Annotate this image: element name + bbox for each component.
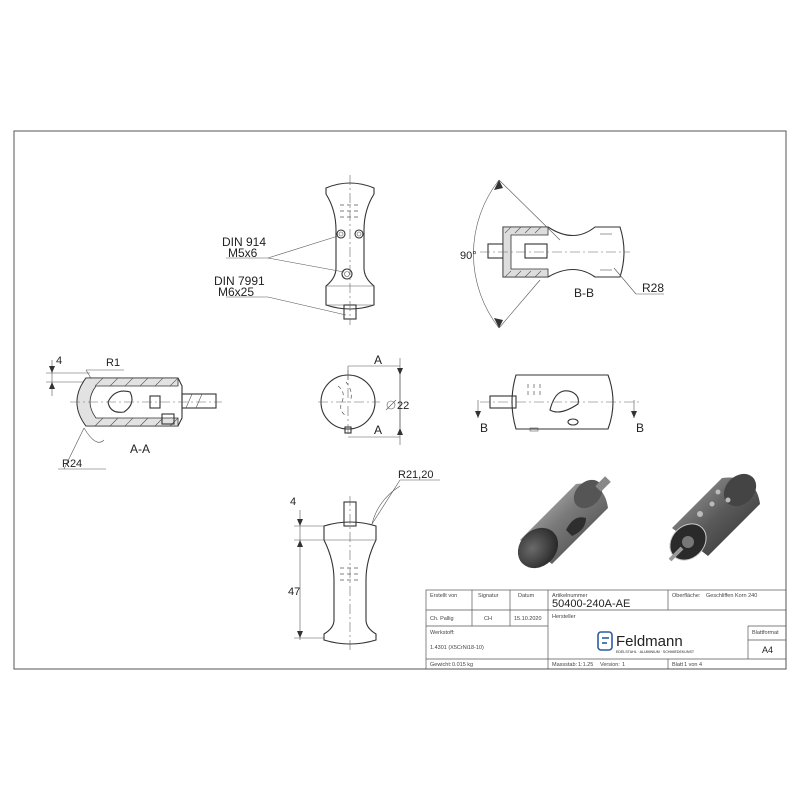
dim-4-bottom-label: 4: [290, 496, 296, 508]
sheet-value: 1 von 4: [684, 662, 702, 668]
col-created-by: Erstellt von: [430, 593, 457, 599]
date-value: 15.10.2020: [514, 616, 542, 622]
version-label: Version:: [600, 662, 620, 668]
view-section-aa: 4 R1 R24 A-A: [46, 355, 222, 470]
din914-label: DIN 914: [222, 235, 266, 249]
r21-20-label: R21,20: [398, 469, 433, 481]
cut-a-bottom-label: A: [374, 423, 382, 437]
section-bb-label: B-B: [574, 286, 594, 300]
scale-label: Massstab:: [552, 662, 578, 668]
manufacturer-label: Hersteller: [552, 614, 576, 620]
sheet-border: [13, 130, 787, 670]
signature-value: CH: [484, 616, 492, 622]
view-side-circle: A A 22: [318, 353, 409, 445]
sheet-format-label: Blattformat: [752, 630, 779, 636]
view-section-bb: 90° B-B R28: [460, 179, 664, 329]
angle-90-label: 90°: [460, 250, 477, 262]
cut-b-left-label: B: [480, 421, 488, 435]
material-value: 1.4301 (X5CrNi18-10): [430, 645, 484, 651]
col-date: Datum: [518, 593, 535, 599]
article-no-label: Artikelnummer: [552, 593, 588, 599]
cut-a-top-label: A: [374, 353, 382, 367]
version-value: 1: [622, 662, 625, 668]
logo-name: Feldmann: [616, 633, 683, 650]
title-block: Erstellt von Signatur Datum Ch. Pallig C…: [425, 589, 787, 670]
dim-47-label: 47: [288, 586, 300, 598]
created-by-value: Ch. Pallig: [430, 616, 454, 622]
surface-value: Geschliffen Korn 240: [706, 593, 757, 599]
render-3d-left: [517, 476, 611, 569]
material-label: Werkstoff:: [430, 630, 455, 636]
scale-value: 1:1.25: [578, 662, 593, 668]
view-right-horizontal: B B: [475, 374, 644, 435]
render-3d-right: [668, 473, 760, 562]
r24-label: R24: [62, 458, 82, 470]
surface-label: Oberfläche:: [672, 593, 701, 599]
sheet-label: Blatt: [672, 662, 683, 668]
section-aa-label: A-A: [130, 442, 150, 456]
cut-b-right-label: B: [636, 421, 644, 435]
m6x25-label: M6x25: [218, 285, 254, 299]
view-bottom-front: 4 47 R21,20: [288, 469, 440, 650]
diameter-22-label: 22: [397, 400, 409, 412]
r1-label: R1: [106, 357, 120, 369]
callout-din914: DIN 914 M5x6: [222, 235, 345, 273]
view-front-top: [325, 175, 375, 325]
diameter-symbol-icon: [385, 399, 397, 411]
dim-4-top-label: 4: [56, 355, 62, 367]
callout-din7991: DIN 7991 M6x25: [214, 274, 347, 316]
r28-label: R28: [642, 281, 664, 295]
feldmann-logo-icon: [597, 631, 613, 651]
col-signature: Signatur: [478, 593, 499, 599]
m5x6-label: M5x6: [228, 246, 258, 260]
weight-value: 0.015 kg: [452, 662, 473, 668]
sheet-format-value: A4: [762, 645, 773, 655]
din7991-label: DIN 7991: [214, 274, 265, 288]
logo-tagline: EDELSTAHL · ALUMINIUM · SCHMIEDEKUNST: [616, 650, 695, 654]
weight-label: Gewicht:: [430, 662, 452, 668]
article-no-value: 50400-240A-AE: [552, 598, 630, 610]
